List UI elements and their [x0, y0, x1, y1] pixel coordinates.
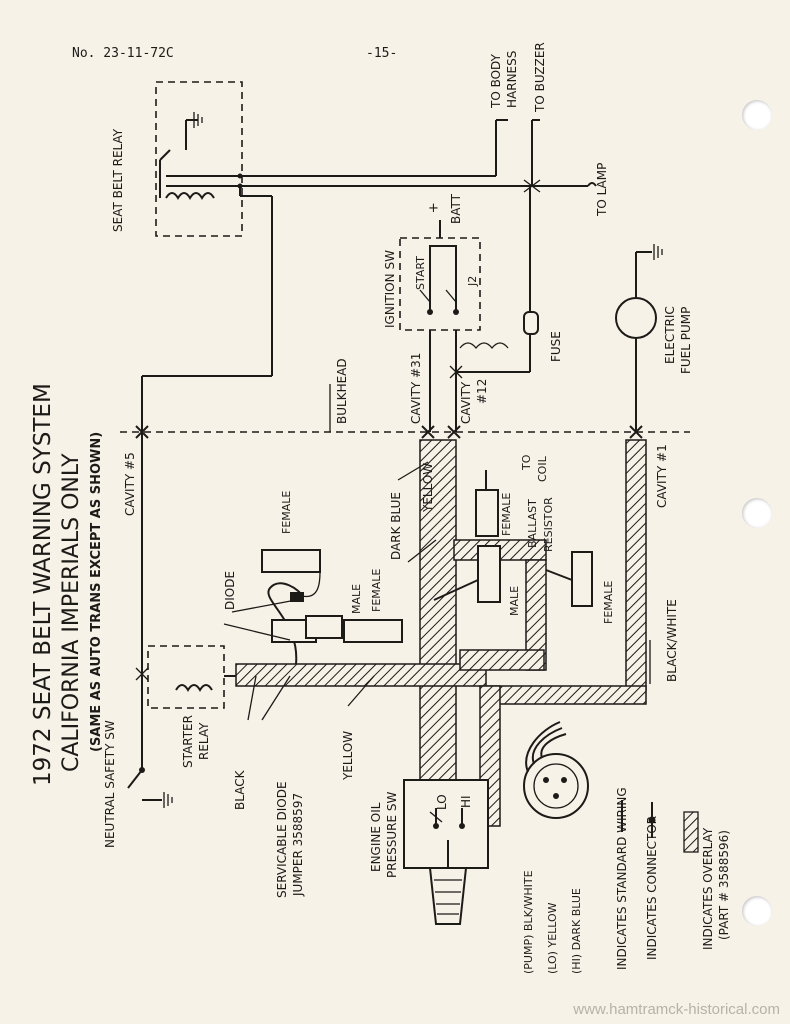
- svg-text:ENGINE OIL: ENGINE OIL: [369, 802, 383, 872]
- svg-text:FEMALE: FEMALE: [602, 581, 615, 624]
- svg-text:INDICATES STANDARD WIRING: INDICATES STANDARD WIRING: [615, 787, 629, 970]
- svg-text:MALE: MALE: [508, 586, 521, 616]
- svg-text:INDICATES OVERLAY: INDICATES OVERLAY: [701, 827, 715, 950]
- svg-text:(PUMP) BLK/WHITE: (PUMP) BLK/WHITE: [522, 870, 535, 974]
- svg-text:TO BODY: TO BODY: [489, 53, 503, 109]
- ignition-switch: [399, 220, 481, 331]
- svg-text:(SAME AS AUTO TRANS EXCEPT AS: (SAME AS AUTO TRANS EXCEPT AS SHOWN): [89, 432, 104, 752]
- svg-text:HI: HI: [459, 795, 473, 808]
- diagram-text: 1972 SEAT BELT WARNING SYSTEM CALIFORNIA…: [30, 42, 731, 974]
- binder-hole-top: [742, 100, 772, 130]
- svg-text:FEMALE: FEMALE: [500, 493, 513, 536]
- svg-text:+: +: [428, 201, 439, 216]
- svg-text:JUMPER 3588597: JUMPER 3588597: [291, 793, 305, 897]
- svg-text:FEMALE: FEMALE: [370, 569, 383, 612]
- svg-text:TO: TO: [520, 454, 533, 471]
- svg-text:RELAY: RELAY: [197, 722, 211, 760]
- svg-text:BLACK: BLACK: [233, 769, 247, 810]
- svg-text:1972 SEAT BELT WARNING SYSTEM: 1972 SEAT BELT WARNING SYSTEM: [30, 383, 56, 786]
- svg-text:(HI) DARK BLUE: (HI) DARK BLUE: [570, 888, 583, 974]
- svg-text:YELLOW: YELLOW: [421, 463, 435, 513]
- svg-text:STARTER: STARTER: [181, 715, 195, 768]
- svg-text:FUSE: FUSE: [549, 331, 563, 362]
- legend-samples: [621, 800, 699, 853]
- engine-oil-pressure-switch: [403, 779, 489, 925]
- svg-text:CAVITY #5: CAVITY #5: [123, 452, 137, 516]
- binder-hole-bottom: [742, 896, 772, 926]
- svg-text:SERVICABLE DIODE: SERVICABLE DIODE: [275, 781, 289, 898]
- svg-text:CAVITY: CAVITY: [459, 381, 473, 424]
- svg-text:DARK BLUE: DARK BLUE: [389, 492, 403, 560]
- svg-text:PRESSURE SW: PRESSURE SW: [385, 791, 399, 878]
- svg-text:TO LAMP: TO LAMP: [595, 163, 609, 217]
- svg-text:FEMALE: FEMALE: [280, 491, 293, 534]
- svg-text:BALLAST: BALLAST: [526, 499, 539, 548]
- watermark: www.hamtramck-historical.com: [573, 1001, 780, 1018]
- fuse: [523, 311, 539, 335]
- electric-fuel-pump: [615, 244, 663, 432]
- diode-jumper: [261, 549, 403, 665]
- page-number: -15-: [366, 46, 398, 61]
- svg-text:SEAT BELT RELAY: SEAT BELT RELAY: [111, 128, 125, 232]
- starter-relay: [135, 432, 236, 770]
- doc-number: No. 23-11-72C: [72, 46, 174, 61]
- svg-text:MALE: MALE: [350, 584, 363, 614]
- svg-text:(PART # 3588596): (PART # 3588596): [717, 830, 731, 940]
- svg-text:CAVITY #1: CAVITY #1: [655, 444, 669, 508]
- svg-text:RESISTOR: RESISTOR: [542, 497, 555, 552]
- neutral-safety-switch: [127, 767, 173, 808]
- svg-text:HARNESS: HARNESS: [505, 51, 519, 108]
- overlay-harness: [235, 439, 647, 827]
- svg-text:FUEL PUMP: FUEL PUMP: [679, 307, 693, 374]
- svg-text:J2: J2: [466, 276, 479, 287]
- svg-text:CAVITY #31: CAVITY #31: [409, 353, 423, 424]
- svg-text:IGNITION SW: IGNITION SW: [383, 250, 397, 328]
- svg-text:#12: #12: [475, 379, 489, 404]
- harness-connectors: [433, 470, 593, 607]
- svg-text:ELECTRIC: ELECTRIC: [663, 306, 677, 364]
- svg-text:BULKHEAD: BULKHEAD: [335, 358, 349, 424]
- svg-text:YELLOW: YELLOW: [341, 731, 355, 781]
- svg-text:TO BUZZER: TO BUZZER: [533, 42, 547, 113]
- binder-hole-middle: [742, 498, 772, 528]
- seat-belt-relay: [155, 81, 243, 237]
- svg-text:INDICATES CONNECTOR: INDICATES CONNECTOR: [645, 816, 659, 960]
- svg-text:COIL: COIL: [536, 455, 549, 482]
- plug-connector: [523, 721, 589, 819]
- svg-text:NEUTRAL SAFETY SW: NEUTRAL SAFETY SW: [103, 720, 117, 848]
- svg-text:BATT: BATT: [449, 193, 463, 224]
- svg-text:(LO) YELLOW: (LO) YELLOW: [546, 902, 559, 974]
- label-leaders: [223, 384, 651, 721]
- svg-text:START: START: [414, 256, 427, 290]
- svg-text:DIODE: DIODE: [223, 571, 237, 610]
- svg-text:CALIFORNIA IMPERIALS ONLY: CALIFORNIA IMPERIALS ONLY: [59, 453, 84, 772]
- svg-text:LO: LO: [435, 794, 449, 810]
- svg-text:BLACK/WHITE: BLACK/WHITE: [665, 599, 679, 682]
